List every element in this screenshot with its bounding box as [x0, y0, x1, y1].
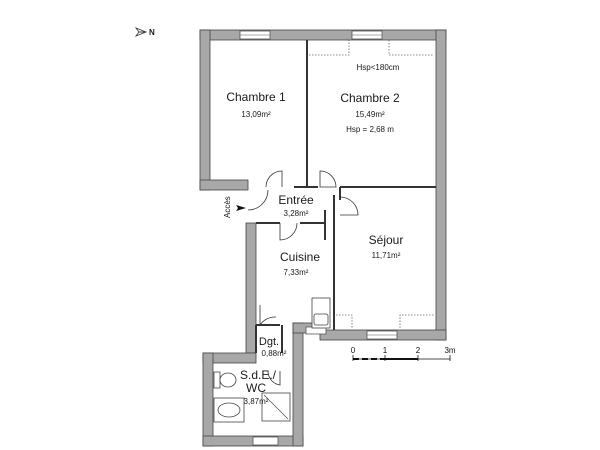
- room-cuisine: Cuisine 7,33m²: [280, 250, 320, 277]
- room-note-ceiling-height: Hsp = 2,68 m: [346, 125, 394, 134]
- north-arrow-icon: [134, 27, 148, 37]
- room-name: Séjour: [369, 233, 404, 247]
- room-sejour: Séjour 11,71m²: [369, 233, 404, 260]
- room-area: 15,49m²: [355, 110, 385, 119]
- scale-label-0: 0: [351, 346, 356, 355]
- washbasin-icon: [213, 397, 245, 423]
- room-name: S.d.E./: [240, 368, 277, 382]
- doors: [247, 170, 359, 386]
- windows: [239, 30, 398, 446]
- room-chambre-1: Chambre 1 13,09m²: [226, 90, 286, 119]
- room-name: Chambre 1: [226, 90, 286, 104]
- room-area: 3,28m²: [284, 209, 309, 218]
- room-dgt: Dgt. 0,88m²: [259, 336, 287, 358]
- room-area: 3,87m²: [244, 397, 269, 406]
- room-name: Cuisine: [280, 250, 320, 264]
- toilet-icon: [213, 371, 237, 389]
- scale-label-1: 1: [383, 346, 388, 355]
- room-entree: Entrée 3,28m²: [278, 193, 314, 218]
- scale-label-3: 3m: [444, 346, 455, 355]
- room-note-height-limit: Hsp<180cm: [357, 63, 400, 72]
- north-label: N: [149, 28, 155, 37]
- low-ceiling-zones: [309, 40, 434, 328]
- room-area: 7,33m²: [284, 268, 309, 277]
- room-area: 13,09m²: [241, 110, 271, 119]
- room-sde-wc: S.d.E./ WC 3,87m²: [240, 368, 277, 406]
- room-area: 0,88m²: [262, 349, 287, 358]
- scale-bar: 0 1 2 3m: [351, 346, 456, 361]
- scale-label-2: 2: [416, 346, 421, 355]
- room-name: Dgt.: [259, 336, 279, 348]
- room-name-line2: WC: [246, 381, 266, 395]
- room-area: 11,71m²: [372, 251, 401, 260]
- room-name: Entrée: [278, 193, 314, 207]
- room-chambre-2: Hsp<180cm Chambre 2 15,49m² Hsp = 2,68 m: [340, 63, 400, 134]
- shower-icon: [261, 392, 291, 422]
- interior-partitions: [255, 40, 436, 353]
- access-label: Accès: [223, 196, 232, 218]
- access-arrow-icon: [236, 205, 246, 211]
- room-name: Chambre 2: [340, 91, 400, 105]
- kitchen-sink: [311, 297, 331, 329]
